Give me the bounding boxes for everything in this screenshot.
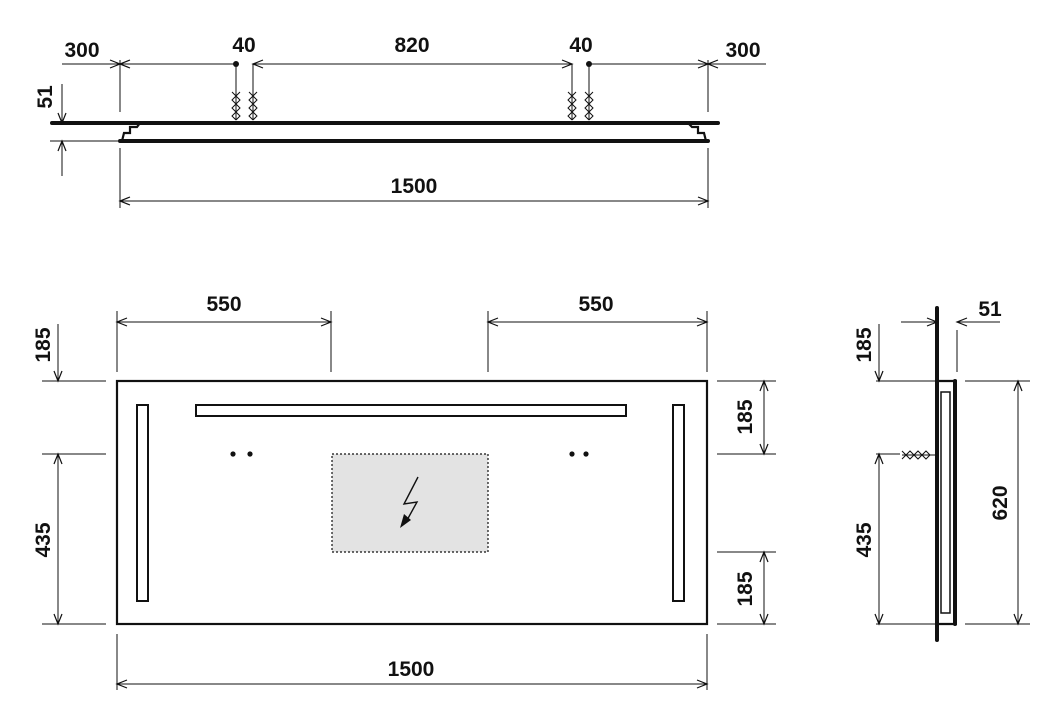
- front-view-right-bottom-zone-label: 185: [734, 571, 757, 606]
- top-view-overall-width-label: 1500: [391, 175, 438, 198]
- top-view-fixing-spacing-label: 820: [394, 34, 429, 57]
- top-view-left-fixing-gap-label: 40: [232, 34, 255, 57]
- side-view-wall-plug: [901, 450, 937, 460]
- side-view: 51 185 435 620: [853, 298, 1030, 642]
- top-view-back-frame: [120, 122, 708, 142]
- side-view-top-margin-label: 185: [853, 327, 876, 362]
- top-view-left-offset-label: 300: [64, 39, 99, 62]
- front-view-top-led-strip: [195, 404, 627, 417]
- side-view-fixing-height-label: 435: [853, 522, 876, 557]
- side-view-depth-label: 51: [978, 298, 1002, 321]
- front-view-top-margin-label: 185: [32, 327, 55, 362]
- top-view-right-offset-label: 300: [725, 39, 760, 62]
- front-view-overall-width-label: 1500: [388, 658, 435, 681]
- top-view-depth-label: 51: [34, 85, 57, 109]
- front-view-left-zone-label: 550: [206, 293, 241, 316]
- top-view: 300 40 820 40 300 51 1500: [34, 34, 766, 208]
- front-view: 550 550 185 435 185 185 1500: [32, 293, 776, 690]
- front-view-right-top-zone-label: 185: [734, 399, 757, 434]
- front-view-fixing-points: [230, 451, 589, 457]
- top-view-right-fixing-gap-label: 40: [569, 34, 592, 57]
- front-view-left-led-strip: [136, 404, 149, 602]
- front-view-right-led-strip: [672, 404, 685, 602]
- front-view-right-zone-label: 550: [578, 293, 613, 316]
- top-view-wall-plugs: [231, 61, 594, 121]
- lightning-bolt-icon: [400, 476, 419, 528]
- side-view-overall-height-label: 620: [989, 485, 1012, 520]
- side-view-frame: [940, 391, 951, 614]
- front-view-fixing-height-label: 435: [32, 522, 55, 557]
